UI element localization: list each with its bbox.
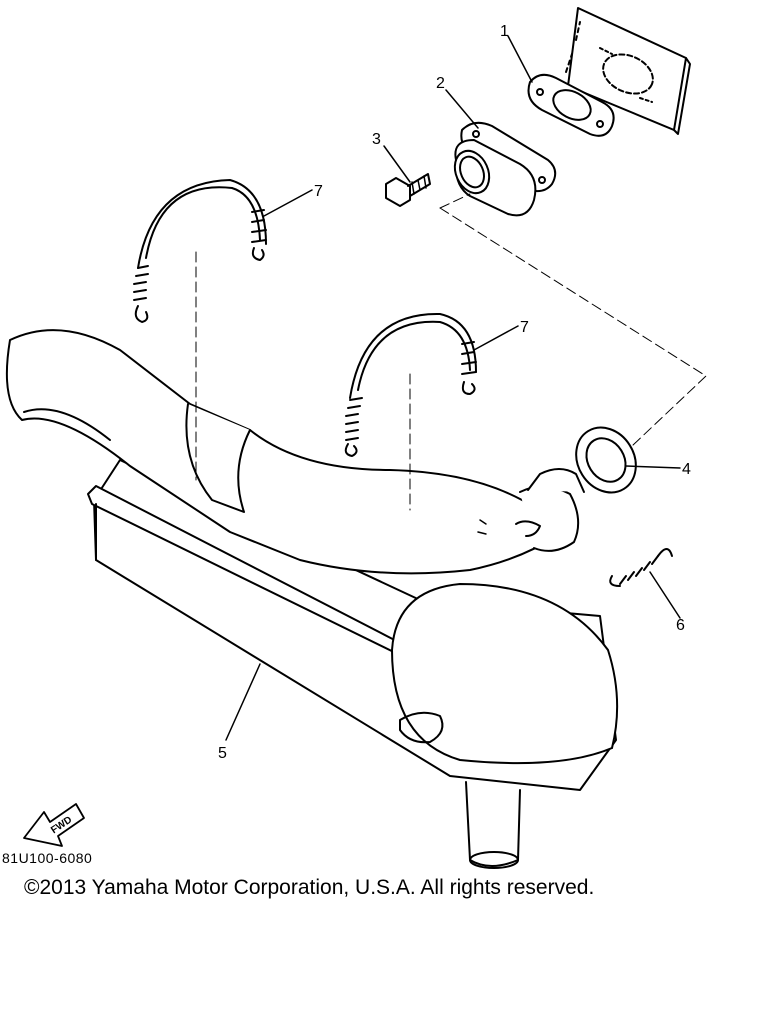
fwd-arrow-icon: FWD	[23, 803, 85, 847]
callout-6: 6	[676, 617, 685, 634]
gasket-part-1	[527, 73, 615, 137]
diagram-reference-code: 81U100-6080	[2, 850, 93, 866]
callout-7-middle: 7	[520, 319, 529, 336]
callout-4: 4	[682, 461, 691, 478]
assembly-lines	[195, 193, 707, 511]
exhaust-pipe	[5, 329, 585, 575]
exhaust-parts-diagram: FWD 1 2 3 7 7 4 6 5	[5, 7, 707, 869]
spring-part-6	[609, 548, 673, 587]
spring-part-7b	[344, 312, 477, 457]
copyright-notice: ©2013 Yamaha Motor Corporation, U.S.A. A…	[24, 876, 595, 899]
bolt-part-3	[385, 173, 431, 207]
cylinder-port-block	[565, 7, 691, 135]
callout-1: 1	[500, 23, 509, 40]
o-ring-part-4	[575, 426, 637, 494]
leader-lines	[225, 35, 681, 741]
exhaust-joint-part-2	[453, 121, 557, 217]
spring-part-7a	[133, 179, 267, 323]
callout-5: 5	[218, 745, 227, 762]
callout-7-upper: 7	[314, 183, 323, 200]
callout-3: 3	[372, 131, 381, 148]
muffler-part-5	[87, 459, 619, 869]
callout-2: 2	[436, 75, 445, 92]
